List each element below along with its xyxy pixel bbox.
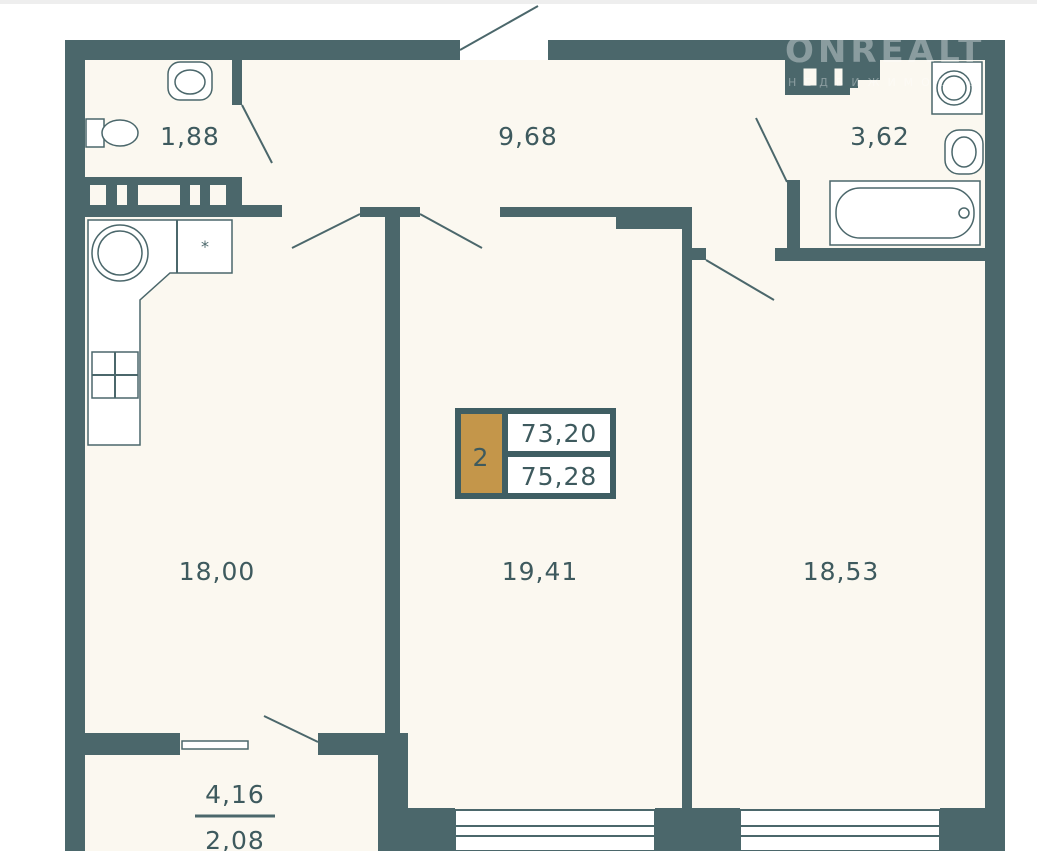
svg-text:ONREALT: ONREALT — [785, 31, 985, 71]
washing-machine-icon — [931, 61, 983, 115]
living-area: 73,20 — [521, 419, 598, 448]
apartment-badge: 2 73,20 75,28 — [455, 408, 616, 499]
room-count: 2 — [473, 443, 490, 472]
total-area: 75,28 — [521, 462, 598, 491]
svg-text:*: * — [201, 237, 209, 256]
kitchen-counter-icon: * — [87, 219, 233, 446]
area-kitchen: 18,00 — [179, 557, 256, 586]
area-right-room: 18,53 — [803, 557, 880, 586]
svg-text:НЕДВИЖИМОСТЬ: НЕДВИЖИМОСТЬ — [788, 76, 984, 89]
toilet-icon — [85, 118, 139, 148]
toilet-sink-icon — [167, 61, 213, 101]
area-hall: 9,68 — [498, 122, 558, 151]
bathtub-icon — [829, 180, 981, 246]
window-right — [739, 809, 941, 851]
area-middle-room: 19,41 — [502, 557, 579, 586]
area-bathroom: 3,62 — [850, 122, 910, 151]
kitchen-top-wall — [85, 177, 282, 217]
entrance-door — [459, 5, 539, 51]
window-middle — [454, 809, 656, 851]
vent-shaft — [785, 60, 880, 95]
area-balcony-reduced: 2,08 — [205, 826, 265, 851]
area-toilet: 1,88 — [160, 122, 220, 151]
bathroom-sink-icon — [944, 129, 984, 175]
outer-walls — [65, 40, 1005, 851]
area-balcony-full: 4,16 — [205, 780, 265, 809]
watermark-logo: ONREALT НЕДВИЖИМОСТЬ — [785, 31, 985, 89]
